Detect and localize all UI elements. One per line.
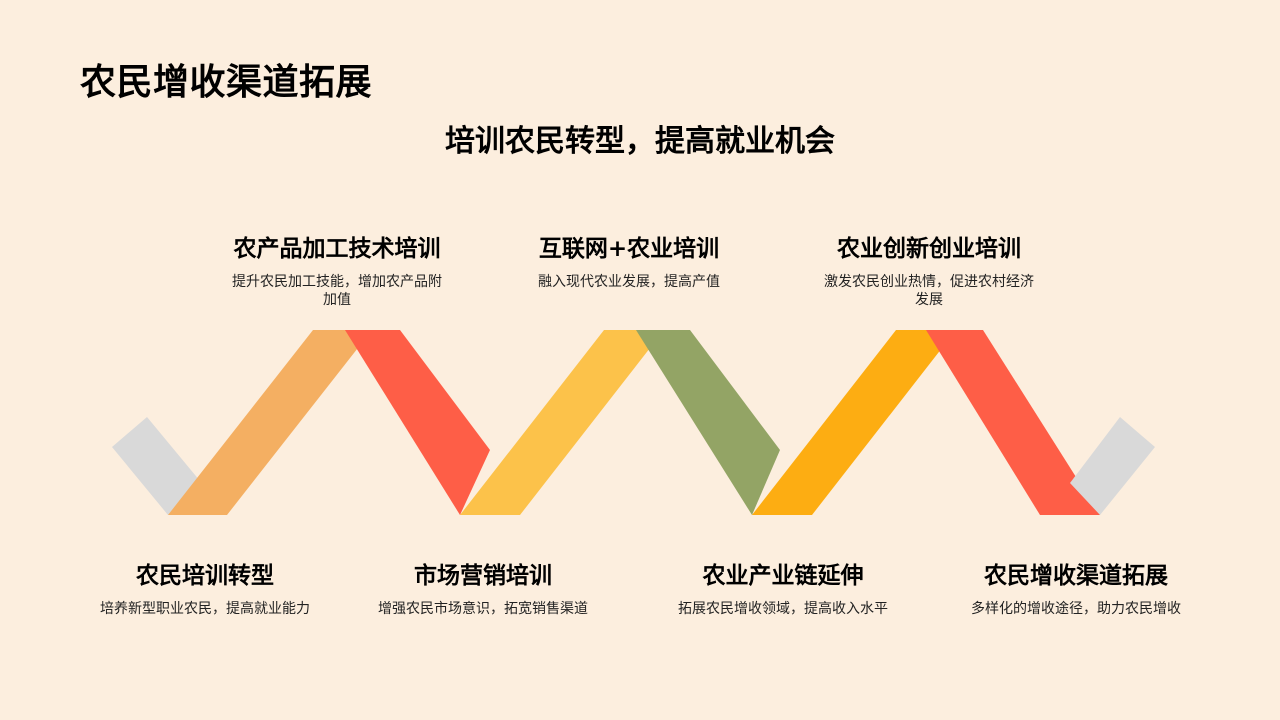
node-description: 培养新型职业农民，提高就业能力 — [100, 601, 310, 617]
node-description: 多样化的增收途径，助力农民增收 — [971, 601, 1181, 617]
page-subtitle: 培训农民转型，提高就业机会 — [445, 124, 835, 159]
node-title: 农产品加工技术培训 — [233, 236, 441, 262]
node-description: 融入现代农业发展，提高产值 — [538, 274, 720, 290]
bottom-node-industry-chain: 农业产业链延伸 拓展农民增收领域，提高收入水平 — [658, 560, 908, 618]
node-description: 激发农民创业热情，促进农村经济发展 — [824, 274, 1034, 308]
node-title: 农业创新创业培训 — [837, 236, 1021, 262]
node-title: 农民增收渠道拓展 — [984, 563, 1168, 589]
node-title: 农民培训转型 — [136, 563, 274, 589]
top-node-processing-training: 农产品加工技术培训 提升农民加工技能，增加农产品附加值 — [212, 233, 462, 309]
ribbon-segment-3 — [460, 330, 664, 515]
top-node-internet-agriculture-training: 互联网+农业培训 融入现代农业发展，提高产值 — [504, 233, 754, 291]
ribbon-segment-2 — [345, 330, 490, 515]
top-node-innovation-training: 农业创新创业培训 激发农民创业热情，促进农村经济发展 — [804, 233, 1054, 309]
ribbon-segment-5 — [752, 330, 956, 515]
bottom-node-marketing-training: 市场营销培训 增强农民市场意识，拓宽销售渠道 — [358, 560, 608, 618]
ribbon-segment-right-end — [1070, 417, 1155, 515]
ribbon-segment-4 — [636, 330, 780, 515]
node-title: 互联网+农业培训 — [538, 236, 720, 262]
ribbon-segment-1 — [168, 330, 372, 515]
ribbon-segment-left-end — [112, 417, 200, 515]
node-title: 市场营销培训 — [414, 563, 552, 589]
ribbon-segment-6 — [926, 330, 1100, 515]
page-title: 农民增收渠道拓展 — [80, 62, 373, 103]
bottom-node-income-channels: 农民增收渠道拓展 多样化的增收途径，助力农民增收 — [951, 560, 1201, 618]
bottom-node-farmer-transformation: 农民培训转型 培养新型职业农民，提高就业能力 — [80, 560, 330, 618]
node-description: 拓展农民增收领域，提高收入水平 — [678, 601, 888, 617]
node-description: 增强农民市场意识，拓宽销售渠道 — [378, 601, 588, 617]
node-description: 提升农民加工技能，增加农产品附加值 — [232, 274, 442, 308]
node-title: 农业产业链延伸 — [702, 563, 864, 589]
